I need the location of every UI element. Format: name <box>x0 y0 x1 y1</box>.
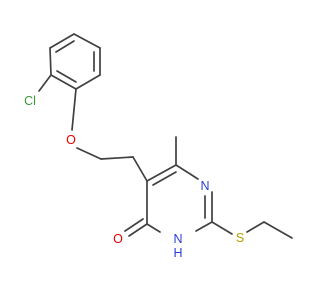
bond <box>132 156 148 182</box>
bond <box>75 74 101 90</box>
nh-nitrogen-label: N <box>173 232 182 246</box>
bond <box>55 40 75 53</box>
nh-hydrogen-label: H <box>173 246 182 260</box>
bond <box>146 223 161 233</box>
bond <box>124 218 144 232</box>
ring-nitrogen-label: N <box>200 179 209 193</box>
sulfur-atom-label: S <box>236 231 244 245</box>
ether-oxygen-label: O <box>66 133 76 147</box>
bond <box>73 33 101 49</box>
bond <box>100 156 134 160</box>
bond <box>49 47 52 76</box>
bond <box>128 223 148 237</box>
bond <box>71 88 77 131</box>
bond <box>49 33 75 49</box>
bond <box>195 221 213 232</box>
bond <box>38 74 52 92</box>
chemical-structure: Cl O N N H O S <box>24 33 293 260</box>
bond <box>152 171 177 186</box>
chlorine-atom-label: Cl <box>24 94 36 108</box>
bonds <box>38 33 293 239</box>
bond <box>76 147 102 160</box>
bond <box>246 221 265 233</box>
carbonyl-oxygen-label: O <box>113 232 123 246</box>
bond <box>56 70 77 83</box>
atom-labels: Cl O N N H O S <box>24 94 244 260</box>
bond <box>175 164 199 180</box>
bond <box>211 221 233 235</box>
bond <box>263 221 293 239</box>
bond <box>146 164 177 182</box>
bond <box>50 74 77 90</box>
